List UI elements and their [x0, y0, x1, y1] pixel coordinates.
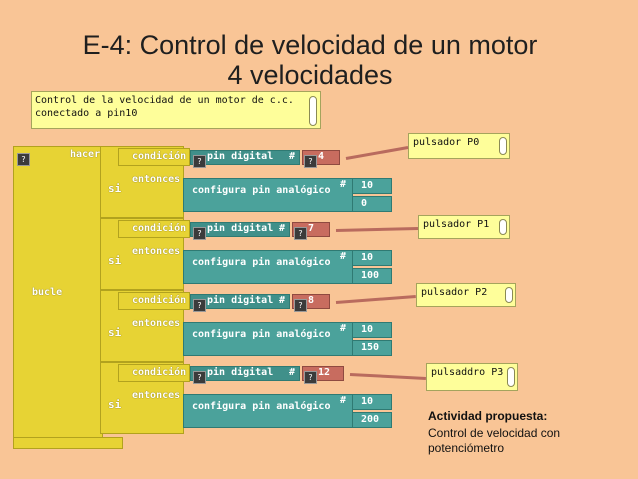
digital-pin-hash: #: [289, 367, 296, 378]
analog-value-field[interactable]: 150: [352, 340, 392, 356]
pushbutton-comment-text: pulsador P0: [413, 137, 480, 148]
digital-pin-block[interactable]: [190, 222, 290, 237]
digital-pin-help-icon[interactable]: ?: [193, 367, 206, 386]
digital-pin-help-icon[interactable]: ?: [193, 295, 206, 314]
pushbutton-comment-scrollbar[interactable]: [499, 137, 507, 155]
if-then-label: entonces: [132, 318, 181, 329]
pin-number-value: 12: [318, 367, 331, 378]
if-condition-label: condición: [132, 151, 187, 162]
digital-pin-block[interactable]: [190, 366, 300, 381]
pushbutton-comment[interactable]: pulsador P2: [416, 283, 516, 307]
if-condition-label: condición: [132, 367, 187, 378]
analog-write-block[interactable]: [183, 250, 353, 284]
pushbutton-comment-text: pulsador P1: [423, 219, 490, 230]
pushbutton-comment-scrollbar[interactable]: [499, 219, 507, 235]
loop-block[interactable]: [13, 146, 103, 448]
digital-pin-help-icon[interactable]: ?: [193, 223, 206, 242]
activity-heading: Actividad propuesta:: [428, 409, 548, 423]
analog-pin-value: 10: [361, 396, 374, 407]
pushbutton-comment-scrollbar[interactable]: [505, 287, 513, 303]
pin-number-help-icon[interactable]: ?: [304, 151, 317, 170]
comment-block[interactable]: Control de la velocidad de un motor de c…: [31, 91, 321, 129]
analog-write-label: configura pin analógico: [192, 185, 331, 196]
pushbutton-comment-text: pulsador P2: [421, 287, 488, 298]
digital-pin-hash: #: [279, 223, 286, 234]
pushbutton-comment[interactable]: pulsador P1: [418, 215, 510, 239]
if-label: si: [108, 182, 122, 195]
loop-help-icon[interactable]: ?: [17, 149, 30, 168]
if-then-label: entonces: [132, 390, 181, 401]
analog-value: 100: [361, 270, 380, 281]
analog-write-hash: #: [340, 323, 347, 334]
comment-line2: conectado a pin10: [35, 108, 138, 119]
analog-value: 200: [361, 414, 380, 425]
digital-pin-label: pin digital: [207, 295, 274, 306]
analog-write-hash: #: [340, 251, 347, 262]
if-then-label: entonces: [132, 246, 181, 257]
analog-pin-field[interactable]: 10: [352, 394, 392, 410]
loop-label: bucle: [32, 287, 63, 298]
analog-value-field[interactable]: 0: [352, 196, 392, 212]
if-condition-slot: [118, 148, 190, 166]
comment-connector: [345, 146, 409, 160]
slide-title-line2: 4 velocidades: [227, 60, 393, 90]
pushbutton-comment-scrollbar[interactable]: [507, 367, 515, 387]
pin-number-help-icon[interactable]: ?: [294, 223, 307, 242]
pin-number-value: 8: [308, 295, 315, 306]
if-label: si: [108, 326, 122, 339]
analog-write-label: configura pin analógico: [192, 257, 331, 268]
pin-number-value: 4: [318, 151, 325, 162]
pushbutton-comment-text: pulsaddro P3: [431, 367, 504, 378]
analog-pin-field[interactable]: 10: [352, 322, 392, 338]
analog-value-field[interactable]: 200: [352, 412, 392, 428]
analog-write-block[interactable]: [183, 178, 353, 212]
analog-value: 0: [361, 198, 368, 209]
analog-pin-value: 10: [361, 324, 374, 335]
pin-number-help-icon[interactable]: ?: [294, 295, 307, 314]
if-condition-slot: [118, 292, 190, 310]
pushbutton-comment[interactable]: pulsaddro P3: [426, 363, 518, 391]
digital-pin-label: pin digital: [207, 151, 274, 162]
if-condition-label: condición: [132, 223, 187, 234]
pin-number-value: 7: [308, 223, 315, 234]
if-condition-label: condición: [132, 295, 187, 306]
if-label: si: [108, 398, 122, 411]
digital-pin-hash: #: [289, 151, 296, 162]
slide-title-line1: E-4: Control de velocidad de un motor: [82, 30, 538, 60]
if-condition-slot: [118, 364, 190, 382]
digital-pin-block[interactable]: [190, 294, 290, 309]
activity-line2: potenciómetro: [428, 441, 505, 455]
digital-pin-help-icon[interactable]: ?: [193, 151, 206, 170]
analog-write-label: configura pin analógico: [192, 329, 331, 340]
comment-connector: [335, 227, 419, 232]
loop-footer: [13, 437, 123, 449]
pin-number-help-icon[interactable]: ?: [304, 367, 317, 386]
analog-pin-field[interactable]: 10: [352, 178, 392, 194]
digital-pin-label: pin digital: [207, 367, 274, 378]
analog-write-label: configura pin analógico: [192, 401, 331, 412]
analog-pin-field[interactable]: 10: [352, 250, 392, 266]
pushbutton-comment[interactable]: pulsador P0: [408, 133, 510, 159]
analog-write-hash: #: [340, 179, 347, 190]
comment-scrollbar[interactable]: [309, 96, 317, 126]
activity-line1: Control de velocidad con: [428, 426, 561, 440]
comment-connector: [349, 373, 427, 380]
analog-value: 150: [361, 342, 380, 353]
analog-write-hash: #: [340, 395, 347, 406]
analog-write-block[interactable]: [183, 322, 353, 356]
comment-line1: Control de la velocidad de un motor de c…: [35, 95, 294, 106]
analog-pin-value: 10: [361, 180, 374, 191]
if-then-label: entonces: [132, 174, 181, 185]
digital-pin-block[interactable]: [190, 150, 300, 165]
digital-pin-hash: #: [279, 295, 286, 306]
if-condition-slot: [118, 220, 190, 238]
digital-pin-label: pin digital: [207, 223, 274, 234]
if-label: si: [108, 254, 122, 267]
analog-write-block[interactable]: [183, 394, 353, 428]
comment-connector: [335, 295, 417, 304]
loop-do-label: hacer: [70, 149, 101, 160]
analog-pin-value: 10: [361, 252, 374, 263]
analog-value-field[interactable]: 100: [352, 268, 392, 284]
